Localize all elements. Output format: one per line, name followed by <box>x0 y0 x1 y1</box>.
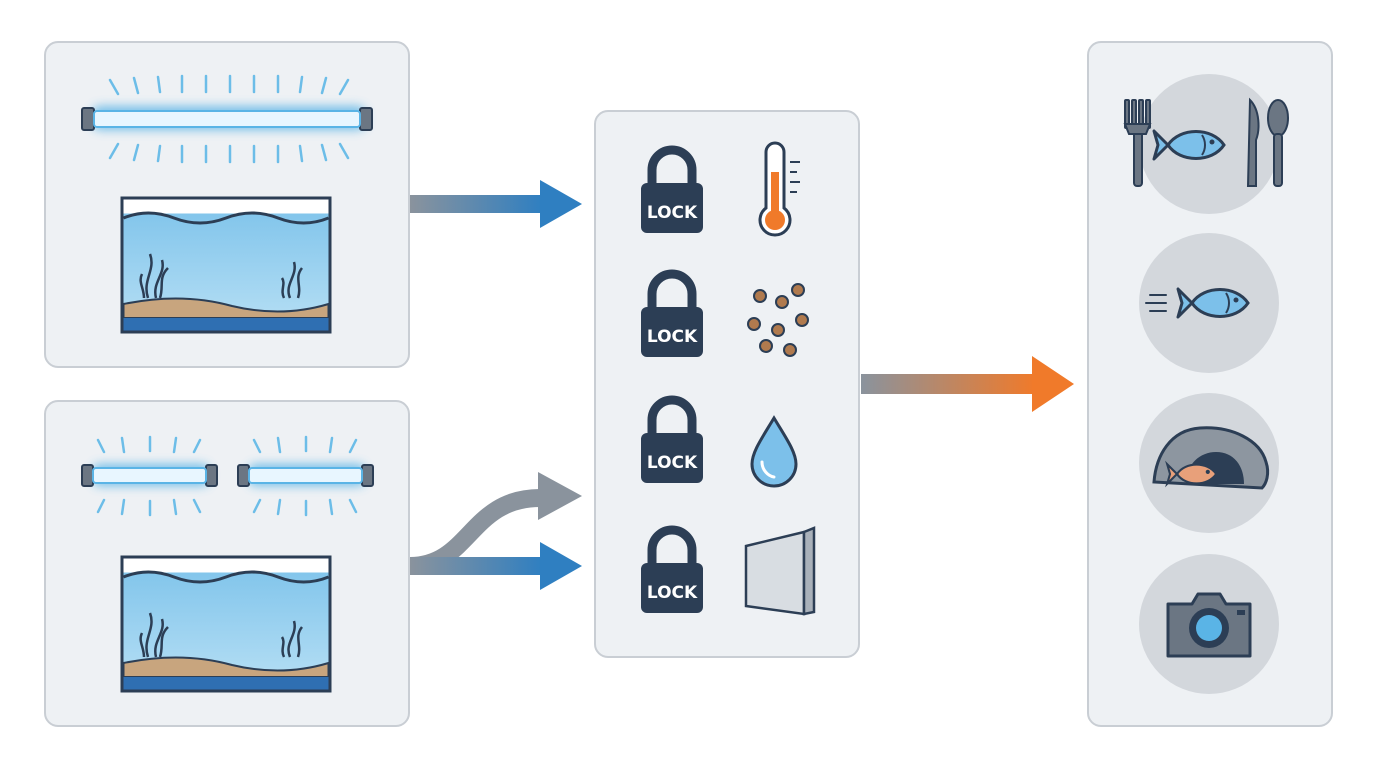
arrow-bottom-split <box>409 472 582 590</box>
lock-label: LOCK <box>647 453 698 473</box>
lock-icon: LOCK <box>641 400 703 483</box>
fish-dinner-icon <box>1123 74 1289 214</box>
fish-cave-icon <box>1139 393 1279 533</box>
lock-icon: LOCK <box>641 150 703 233</box>
lock-label: LOCK <box>647 203 698 223</box>
arrow-center-to-outcomes <box>861 356 1074 412</box>
light-bar-right-icon <box>237 435 374 517</box>
lock-icon: LOCK <box>641 274 703 357</box>
camera-icon <box>1139 554 1279 694</box>
thermometer-icon <box>758 141 800 237</box>
water-drop-icon <box>750 415 798 488</box>
aquarium-tank-icon <box>120 196 332 334</box>
lock-label: LOCK <box>647 583 698 603</box>
aquarium-tank-icon <box>120 555 332 693</box>
light-bar-left-icon <box>81 435 218 517</box>
single-light-bar-icon <box>81 74 373 164</box>
food-pellets-icon <box>747 283 809 357</box>
lock-icon: LOCK <box>641 530 703 613</box>
glass-panel-icon <box>744 526 816 616</box>
swimming-fish-icon <box>1139 233 1279 373</box>
arrow-top-to-center <box>410 180 582 228</box>
stability-factors-panel <box>594 110 860 658</box>
lock-label: LOCK <box>647 327 698 347</box>
